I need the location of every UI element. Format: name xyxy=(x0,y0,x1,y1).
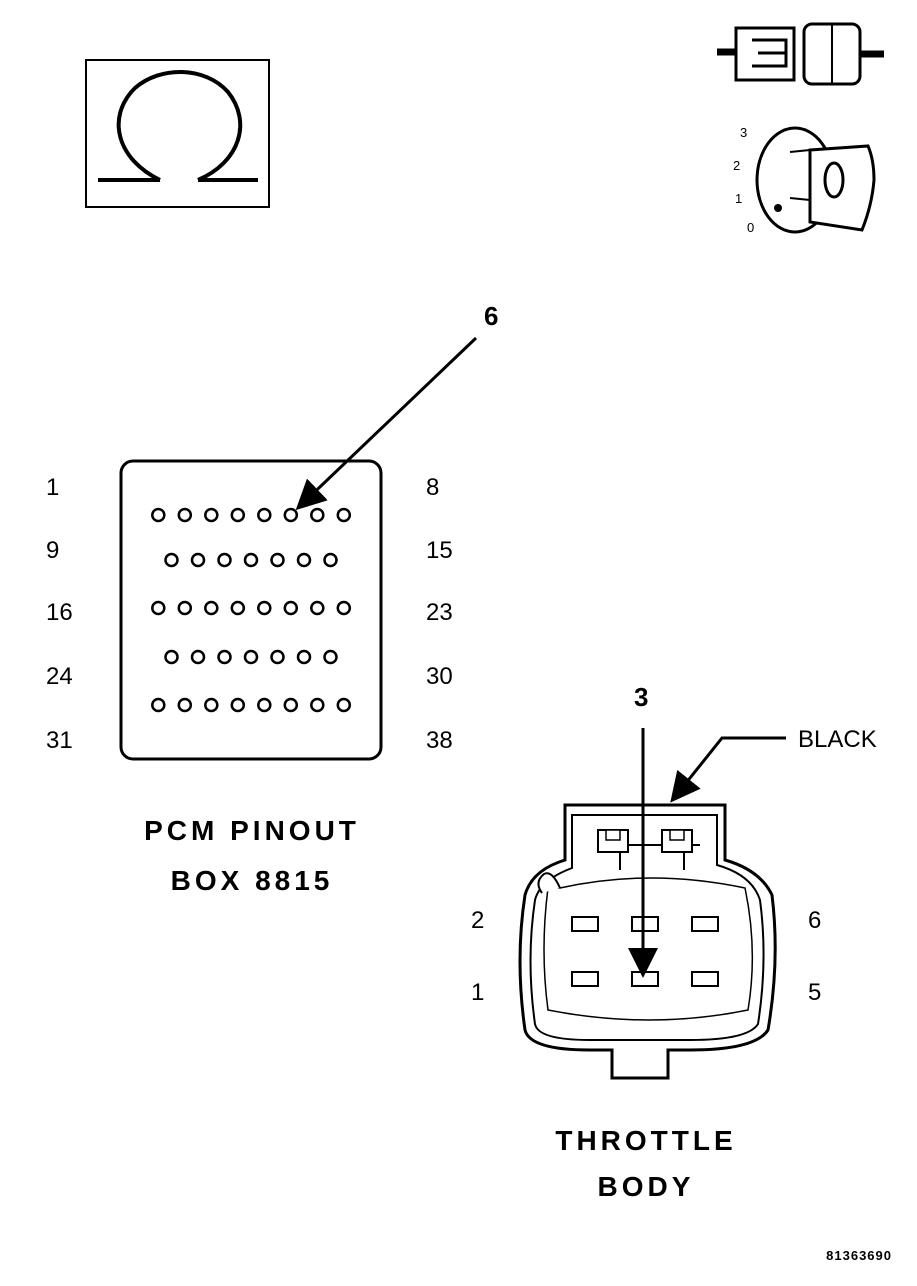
throttle-color-label: BLACK xyxy=(798,726,877,753)
throttle-callout-number: 3 xyxy=(634,682,648,712)
pcm-pin xyxy=(177,600,193,616)
pcm-pin xyxy=(336,697,352,713)
pcm-pin xyxy=(283,600,299,616)
pcm-callout-arrow xyxy=(295,336,478,511)
pcm-pin xyxy=(257,600,272,616)
connector-icon xyxy=(717,22,884,86)
pcm-pin xyxy=(336,507,352,523)
pcm-pin xyxy=(230,600,246,616)
pcm-pin xyxy=(204,507,219,523)
throttle-callout-arrowhead xyxy=(628,948,658,978)
pcm-pin xyxy=(283,507,299,523)
pcm-row-right-8: 8 xyxy=(426,474,439,501)
pcm-pin xyxy=(323,552,338,568)
pcm-pin xyxy=(217,649,232,665)
pcm-pin xyxy=(190,649,206,665)
pcm-pin xyxy=(257,697,272,713)
pcm-pin xyxy=(217,552,232,568)
pcm-row-left-1: 1 xyxy=(46,474,59,501)
pcm-row-left-16: 16 xyxy=(46,599,73,626)
pcm-pin xyxy=(336,600,352,616)
throttle-pin-label-6: 6 xyxy=(808,907,821,934)
pcm-pin-grid xyxy=(151,507,352,713)
ignition-key-icon: 3 2 1 0 xyxy=(733,125,876,235)
throttle-body-connector: 2 1 6 5 3 BLACK THROTTLE BODY xyxy=(471,682,877,1202)
pcm-pin xyxy=(177,507,193,523)
pcm-pin xyxy=(151,507,166,523)
throttle-pin-5 xyxy=(691,971,719,987)
pcm-pin xyxy=(310,600,325,616)
throttle-color-arrow xyxy=(670,736,786,803)
pcm-pin xyxy=(164,552,179,568)
pcm-row-left-9: 9 xyxy=(46,537,59,564)
pcm-pin xyxy=(151,697,166,713)
ignition-position-3: 3 xyxy=(740,125,747,140)
pcm-row-right-15: 15 xyxy=(426,537,453,564)
pcm-pin xyxy=(243,552,259,568)
pcm-pin xyxy=(230,697,246,713)
pcm-pin xyxy=(283,697,299,713)
ignition-position-1: 1 xyxy=(735,191,742,206)
pcm-callout-number: 6 xyxy=(484,301,498,331)
pcm-pin xyxy=(310,507,325,523)
pcm-row-left-31: 31 xyxy=(46,727,73,754)
pcm-pin xyxy=(230,507,246,523)
pcm-row-right-38: 38 xyxy=(426,727,453,754)
pcm-pin xyxy=(323,649,338,665)
pcm-pin xyxy=(243,649,259,665)
throttle-pin-3 xyxy=(631,971,659,987)
pcm-pin xyxy=(257,507,272,523)
pcm-row-left-24: 24 xyxy=(46,663,73,690)
pcm-pin xyxy=(310,697,325,713)
pcm-pin xyxy=(204,600,219,616)
throttle-pin-6 xyxy=(691,916,719,932)
figure-id: 81363690 xyxy=(826,1248,892,1263)
pcm-pin xyxy=(270,552,285,568)
pcm-pinout-box: 1 9 16 24 31 8 15 23 30 38 6 PCM PINOUT … xyxy=(46,301,498,896)
pcm-row-right-30: 30 xyxy=(426,663,453,690)
ignition-position-0: 0 xyxy=(747,220,754,235)
throttle-title-line2: BODY xyxy=(598,1171,695,1202)
ohm-icon xyxy=(85,59,270,208)
throttle-title-line1: THROTTLE xyxy=(555,1125,736,1156)
throttle-pin-1 xyxy=(571,971,599,987)
pcm-row-right-23: 23 xyxy=(426,599,453,626)
pcm-title-line1: PCM PINOUT xyxy=(144,815,360,846)
pcm-pin xyxy=(204,697,219,713)
pcm-pin xyxy=(296,552,312,568)
pcm-pin xyxy=(270,649,285,665)
throttle-pin-2 xyxy=(571,916,599,932)
pcm-pin xyxy=(151,600,166,616)
pcm-title-line2: BOX 8815 xyxy=(171,865,334,896)
throttle-pin-label-1: 1 xyxy=(471,979,484,1006)
throttle-pin-label-5: 5 xyxy=(808,979,821,1006)
throttle-pin-label-2: 2 xyxy=(471,907,484,934)
pcm-pin xyxy=(177,697,193,713)
throttle-pin-4 xyxy=(631,916,659,932)
pcm-pin xyxy=(164,649,179,665)
pcm-pin xyxy=(190,552,206,568)
ignition-position-2: 2 xyxy=(733,158,740,173)
pcm-pin xyxy=(296,649,312,665)
